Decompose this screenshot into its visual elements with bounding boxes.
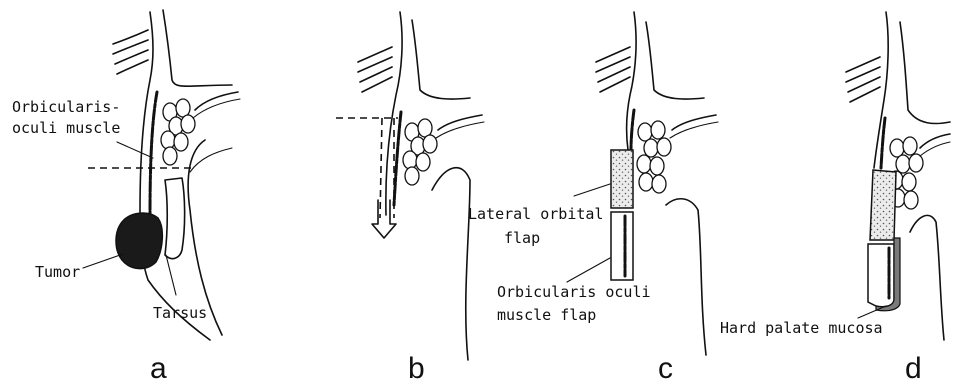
label-hard-palate-mucosa: Hard palate mucosa <box>720 319 883 337</box>
label-orbicularis-line2: oculi muscle <box>12 119 120 137</box>
panel-label-d: d <box>905 352 922 385</box>
orbicularis-oculi-flap-c <box>611 212 633 280</box>
orbital-fat-c <box>637 121 671 193</box>
panel-label-a: a <box>150 352 167 385</box>
orbital-fat-a <box>161 99 195 165</box>
panel-c-illustration <box>567 12 718 355</box>
panel-label-b: b <box>408 352 425 385</box>
panel-label-c: c <box>658 352 673 385</box>
label-tumor: Tumor <box>35 263 80 281</box>
panel-d-illustration <box>846 12 950 340</box>
label-orbicularis-line1: Orbicularis- <box>12 98 120 116</box>
label-oo-flap-line2: muscle flap <box>497 306 596 324</box>
tumor-mass <box>116 213 162 269</box>
panel-b-illustration <box>336 12 484 360</box>
orbital-fat-b <box>403 119 437 185</box>
label-lateral-orbital-line1: Lateral orbital <box>468 205 603 223</box>
lateral-orbital-flap-c <box>611 150 633 208</box>
label-tarsus: Tarsus <box>153 304 207 322</box>
panel-a-illustration <box>83 10 240 340</box>
label-lateral-orbital-line2: flap <box>504 229 540 247</box>
label-oo-flap-line1: Orbicularis oculi <box>497 283 651 301</box>
lateral-orbital-flap-d <box>870 170 896 240</box>
